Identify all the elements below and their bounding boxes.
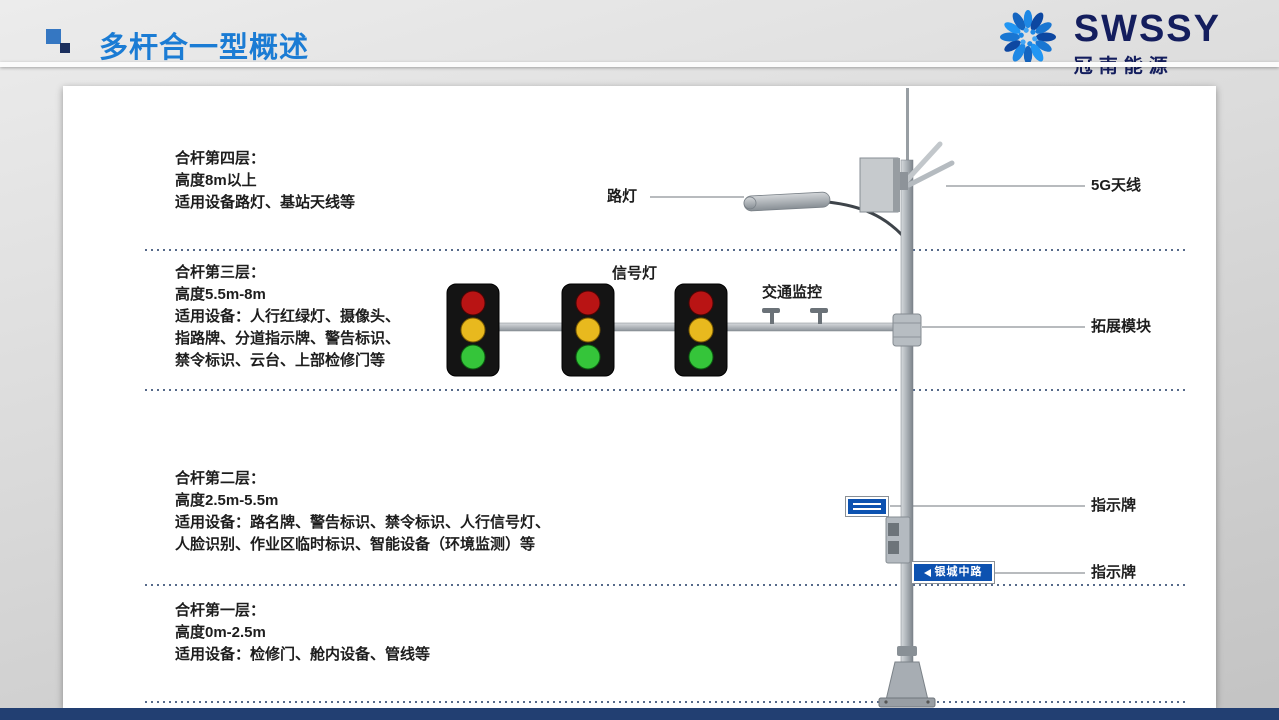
road-sign-text: 银城中路 [934, 566, 983, 578]
small-direction-sign [846, 497, 888, 516]
pole [900, 88, 914, 701]
callout-expansion-module: 拓展模块 [1091, 318, 1152, 335]
layer-title: 合杆第三层： [175, 264, 266, 281]
traffic-light-middle [561, 283, 615, 377]
layer-body: 高度0m-2.5m 适用设备：检修门、舱内设备、管线等 [175, 624, 431, 663]
pole-base [878, 646, 936, 708]
brand-burst-icon [999, 10, 1056, 64]
antenna-5g [859, 141, 955, 213]
layer-1-description: 合杆第一层： 高度0m-2.5m 适用设备：检修门、舱内设备、管线等 [175, 600, 430, 666]
sign-text-lines [853, 502, 881, 511]
layer-3-description: 合杆第三层： 高度5.5m-8m 适用设备：人行红绿灯、摄像头、 指路牌、分道指… [175, 262, 400, 372]
road-name-sign: 银城中路 [912, 562, 994, 583]
traffic-camera-mounts [762, 308, 828, 324]
brand-name: SWSSY [1073, 8, 1221, 50]
layer-title: 合杆第四层： [175, 150, 266, 167]
header-divider [0, 62, 1279, 67]
traffic-light-right [674, 283, 728, 377]
arrow-left-icon [923, 568, 931, 577]
layer-body: 高度8m以上 适用设备路灯、基站天线等 [175, 172, 356, 211]
callout-signal-light: 信号灯 [612, 265, 658, 282]
expansion-module [892, 313, 922, 347]
title-accent-square-icon [46, 29, 61, 44]
callout-street-light: 路灯 [607, 188, 638, 205]
callout-sign-upper: 指示牌 [1091, 497, 1137, 514]
layer-body: 高度2.5m-5.5m 适用设备：路名牌、警告标识、禁令标识、人行信号灯、 人脸… [175, 492, 551, 553]
brand-logo: SWSSY 冠南能源 [984, 4, 1221, 78]
callout-sign-lower: 指示牌 [1091, 564, 1137, 581]
traffic-light-left [446, 283, 500, 377]
layer-title: 合杆第一层： [175, 602, 266, 619]
leader-lines [650, 185, 1085, 574]
bottom-bar [0, 708, 1279, 720]
callout-5g-antenna: 5G天线 [1091, 177, 1142, 194]
street-light [743, 191, 905, 238]
callout-traffic-monitor: 交通监控 [762, 284, 823, 301]
layer-title: 合杆第二层： [175, 470, 266, 487]
content-panel [63, 86, 1216, 708]
layer-body: 高度5.5m-8m 适用设备：人行红绿灯、摄像头、 指路牌、分道指示牌、警告标识… [175, 286, 401, 369]
layer-4-description: 合杆第四层： 高度8m以上 适用设备路灯、基站天线等 [175, 148, 355, 214]
page-title: 多杆合一型概述 [99, 32, 310, 64]
equipment-cabinet [885, 516, 911, 564]
layer-2-description: 合杆第二层： 高度2.5m-5.5m 适用设备：路名牌、警告标识、禁令标识、人行… [175, 468, 550, 556]
title-accent-square-small-icon [60, 43, 70, 53]
